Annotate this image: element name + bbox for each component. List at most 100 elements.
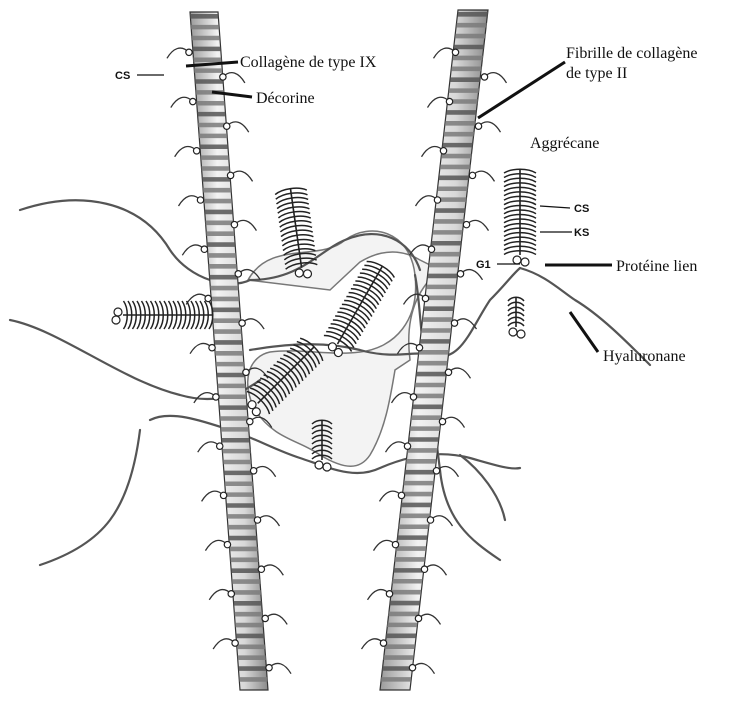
core-protein-loop — [213, 394, 219, 400]
core-protein-loop — [220, 492, 226, 498]
fibril-band — [207, 242, 235, 247]
fibril-band — [223, 460, 251, 465]
collagen-fibril-left — [190, 12, 268, 690]
fibril-band — [439, 176, 470, 181]
fibril-band — [412, 405, 443, 410]
core-protein-loop — [440, 148, 446, 154]
core-protein-loop — [457, 271, 463, 277]
fibril-band — [457, 12, 488, 17]
aggrecan-molecules — [112, 169, 536, 471]
fibril-band — [211, 297, 239, 302]
fibril-band — [422, 317, 453, 322]
fibril-band — [451, 67, 482, 72]
fibril-band — [234, 612, 262, 617]
fibril-band — [431, 241, 462, 246]
aggrecan-label: Aggrécane — [530, 135, 599, 152]
fibril-band — [432, 230, 463, 235]
core-protein-loop — [190, 98, 196, 104]
fibril-band — [200, 144, 228, 149]
fibril-band — [406, 459, 437, 464]
core-protein-loop — [404, 443, 410, 449]
core-protein-loop — [247, 418, 253, 424]
fibril-band — [209, 264, 237, 269]
fibril-band — [231, 568, 259, 573]
fibril-band — [393, 568, 424, 573]
fibril-label-line2: de type II — [566, 65, 627, 82]
core-protein-loop — [398, 492, 404, 498]
fibril-band — [440, 165, 471, 170]
fibril-band — [216, 362, 244, 367]
fibril-band — [191, 25, 219, 30]
fibril-band — [383, 655, 414, 660]
fibril-band — [236, 634, 264, 639]
fibril-band — [214, 340, 242, 345]
fibril-band — [405, 470, 436, 475]
fibril-band — [229, 536, 257, 541]
core-protein-loop — [243, 369, 249, 375]
fibril-band — [403, 481, 434, 486]
fibril-band — [221, 427, 249, 432]
fibril-band — [396, 546, 427, 551]
core-protein-loop — [392, 541, 398, 547]
fibril-band — [445, 121, 476, 126]
fibril-band — [437, 186, 468, 191]
fibril-band — [413, 394, 444, 399]
core-protein-loop — [266, 664, 272, 670]
fibril-band — [222, 449, 250, 454]
fibril-band — [230, 558, 258, 563]
fibril-band — [206, 231, 234, 236]
fibril-band — [442, 143, 473, 148]
cs-label-right: CS — [574, 203, 589, 215]
fibril-band — [408, 437, 439, 442]
fibril-band — [201, 166, 229, 171]
fibril-band — [232, 579, 260, 584]
fibril-band — [441, 154, 472, 159]
fibril-band — [227, 514, 255, 519]
fibril-band — [446, 110, 477, 115]
fibril-band — [398, 524, 429, 529]
fibril-band — [205, 221, 233, 226]
core-protein-loop — [224, 541, 230, 547]
core-protein-loop — [409, 664, 415, 670]
fibril-band — [417, 361, 448, 366]
core-protein-loop — [434, 197, 440, 203]
core-protein-loop — [475, 123, 481, 129]
fibril-band — [238, 655, 266, 660]
fibril-band — [416, 372, 447, 377]
fibril-band — [454, 45, 485, 50]
fibril-band — [197, 112, 225, 117]
fibril-band — [388, 612, 419, 617]
decorin-label: Décorine — [256, 90, 315, 107]
core-protein-loop — [416, 344, 422, 350]
fibril-band — [385, 644, 416, 649]
fibril-band — [203, 188, 231, 193]
core-protein-loop — [224, 123, 230, 129]
fibril-band — [382, 666, 413, 671]
fibril-band — [213, 318, 241, 323]
core-protein-loop — [250, 468, 256, 474]
fibril-band — [415, 383, 446, 388]
fibril-band — [400, 514, 431, 519]
core-protein-loop — [220, 74, 226, 80]
fibril-band — [435, 208, 466, 213]
fibril-label-line1: Fibrille de collagène — [566, 45, 698, 62]
fibril-band — [444, 132, 475, 137]
ks-label: KS — [574, 227, 589, 239]
core-protein-loop — [433, 468, 439, 474]
fibril-band — [239, 677, 267, 682]
core-protein-loop — [380, 640, 386, 646]
fibril-band — [401, 503, 432, 508]
fibril-band — [213, 329, 241, 334]
fibril-band — [204, 199, 232, 204]
fibril-band — [212, 308, 240, 313]
fibril-band — [429, 263, 460, 268]
fibril-band — [217, 373, 245, 378]
fibril-band — [217, 384, 245, 389]
fibril-band — [418, 350, 449, 355]
fibril-band — [238, 666, 266, 671]
fibril-band — [226, 503, 254, 508]
core-protein-loop — [410, 394, 416, 400]
core-protein-loop — [232, 640, 238, 646]
fibril-band — [190, 14, 218, 19]
